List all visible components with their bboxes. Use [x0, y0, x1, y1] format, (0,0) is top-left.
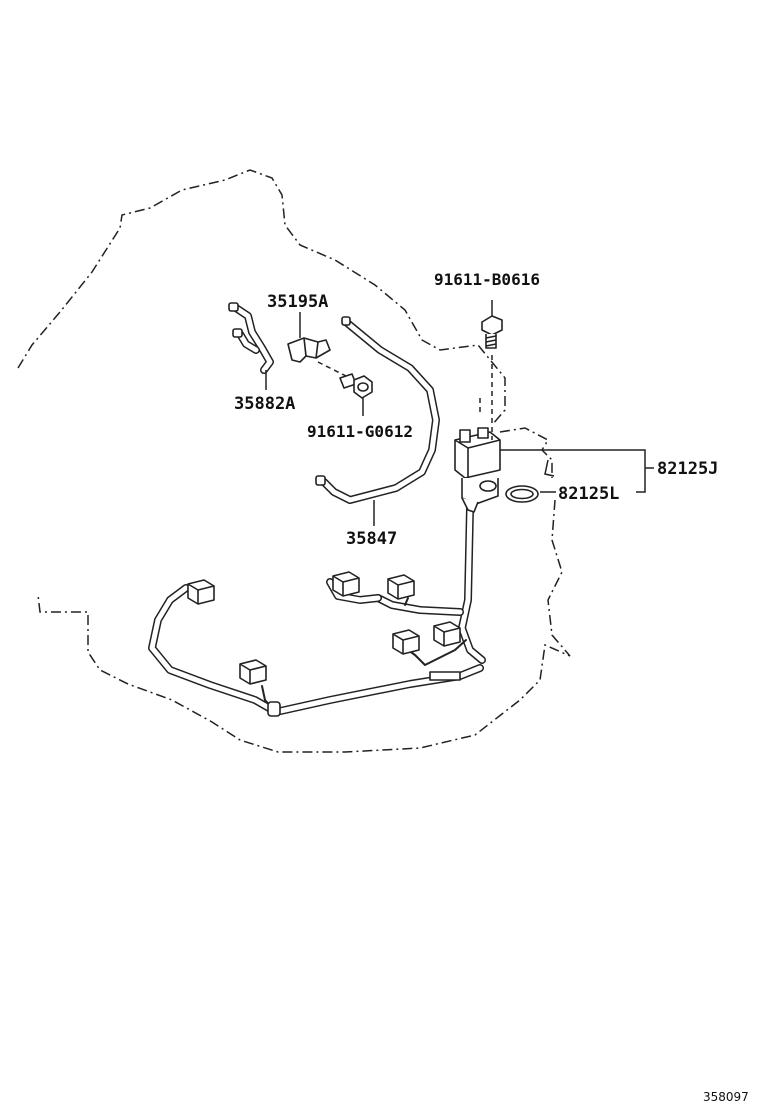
sensor-callout-bracket [500, 449, 654, 493]
connectors [187, 571, 461, 685]
callout-sensor-assy: 82125J [657, 459, 718, 479]
hose-small [228, 302, 274, 390]
diagram-reference-code: 358097 [703, 1090, 749, 1104]
bolt-clip [339, 373, 373, 416]
callout-tube: 35847 [346, 529, 397, 549]
callout-hose-small: 35882A [234, 394, 295, 414]
bolt-top [479, 300, 503, 440]
transmission-outline [17, 169, 571, 753]
callout-bolt-top: 91611-B0616 [434, 270, 540, 289]
callout-o-ring: 82125L [558, 484, 619, 504]
callout-bolt-clip: 91611-G0612 [307, 422, 413, 441]
speed-sensor [454, 427, 501, 513]
clip [287, 312, 347, 377]
wire-harness [148, 504, 486, 717]
callout-clip: 35195A [267, 292, 328, 312]
tube [315, 316, 440, 526]
o-ring [505, 485, 539, 503]
